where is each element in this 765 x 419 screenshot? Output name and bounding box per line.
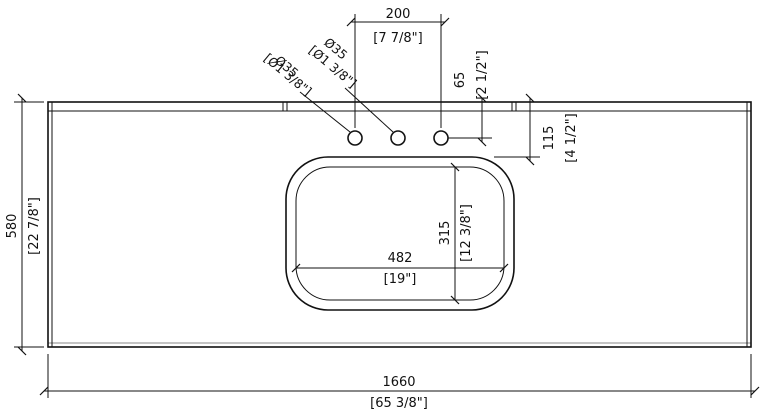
dimension-hole-offset: 65 [2 1/2"] [448, 50, 492, 147]
basin-width-mm: 482 [388, 251, 413, 266]
basin-offset-mm: 115 [542, 126, 557, 151]
overall-width-inch: [65 3/8"] [370, 396, 428, 411]
tap-hole-right [433, 130, 449, 146]
overall-depth-mm: 580 [5, 214, 20, 239]
tap-holes [347, 130, 449, 146]
dimension-basin-offset: 115 [4 1/2"] [494, 93, 579, 166]
hole-diameter-callout-2: Ø35 [Ø1 3/8"] [306, 35, 394, 133]
basin-depth-mm: 315 [438, 221, 453, 246]
tap-spacing-mm: 200 [386, 7, 411, 22]
hole-offset-inch: [2 1/2"] [475, 50, 490, 99]
dimension-basin-width: 482 [19"] [291, 251, 509, 287]
overall-width-mm: 1660 [382, 375, 415, 390]
dimension-overall-width: 1660 [65 3/8"] [39, 354, 760, 411]
tap-hole-center [390, 130, 406, 146]
dimension-basin-depth: 315 [12 3/8"] [438, 162, 474, 305]
hole-offset-mm: 65 [453, 72, 468, 89]
tap-hole-left [347, 130, 363, 146]
overall-depth-inch: [22 7/8"] [27, 197, 42, 255]
basin-offset-inch: [4 1/2"] [564, 113, 579, 162]
countertop-outline [47, 101, 752, 348]
tap-spacing-inch: [7 7/8"] [373, 31, 422, 46]
basin [285, 156, 515, 311]
basin-width-inch: [19"] [384, 272, 417, 287]
dimension-tap-spacing: 200 [7 7/8"] [346, 7, 450, 128]
basin-depth-inch: [12 3/8"] [459, 204, 474, 262]
dimension-overall-depth: 580 [22 7/8"] [5, 93, 44, 356]
